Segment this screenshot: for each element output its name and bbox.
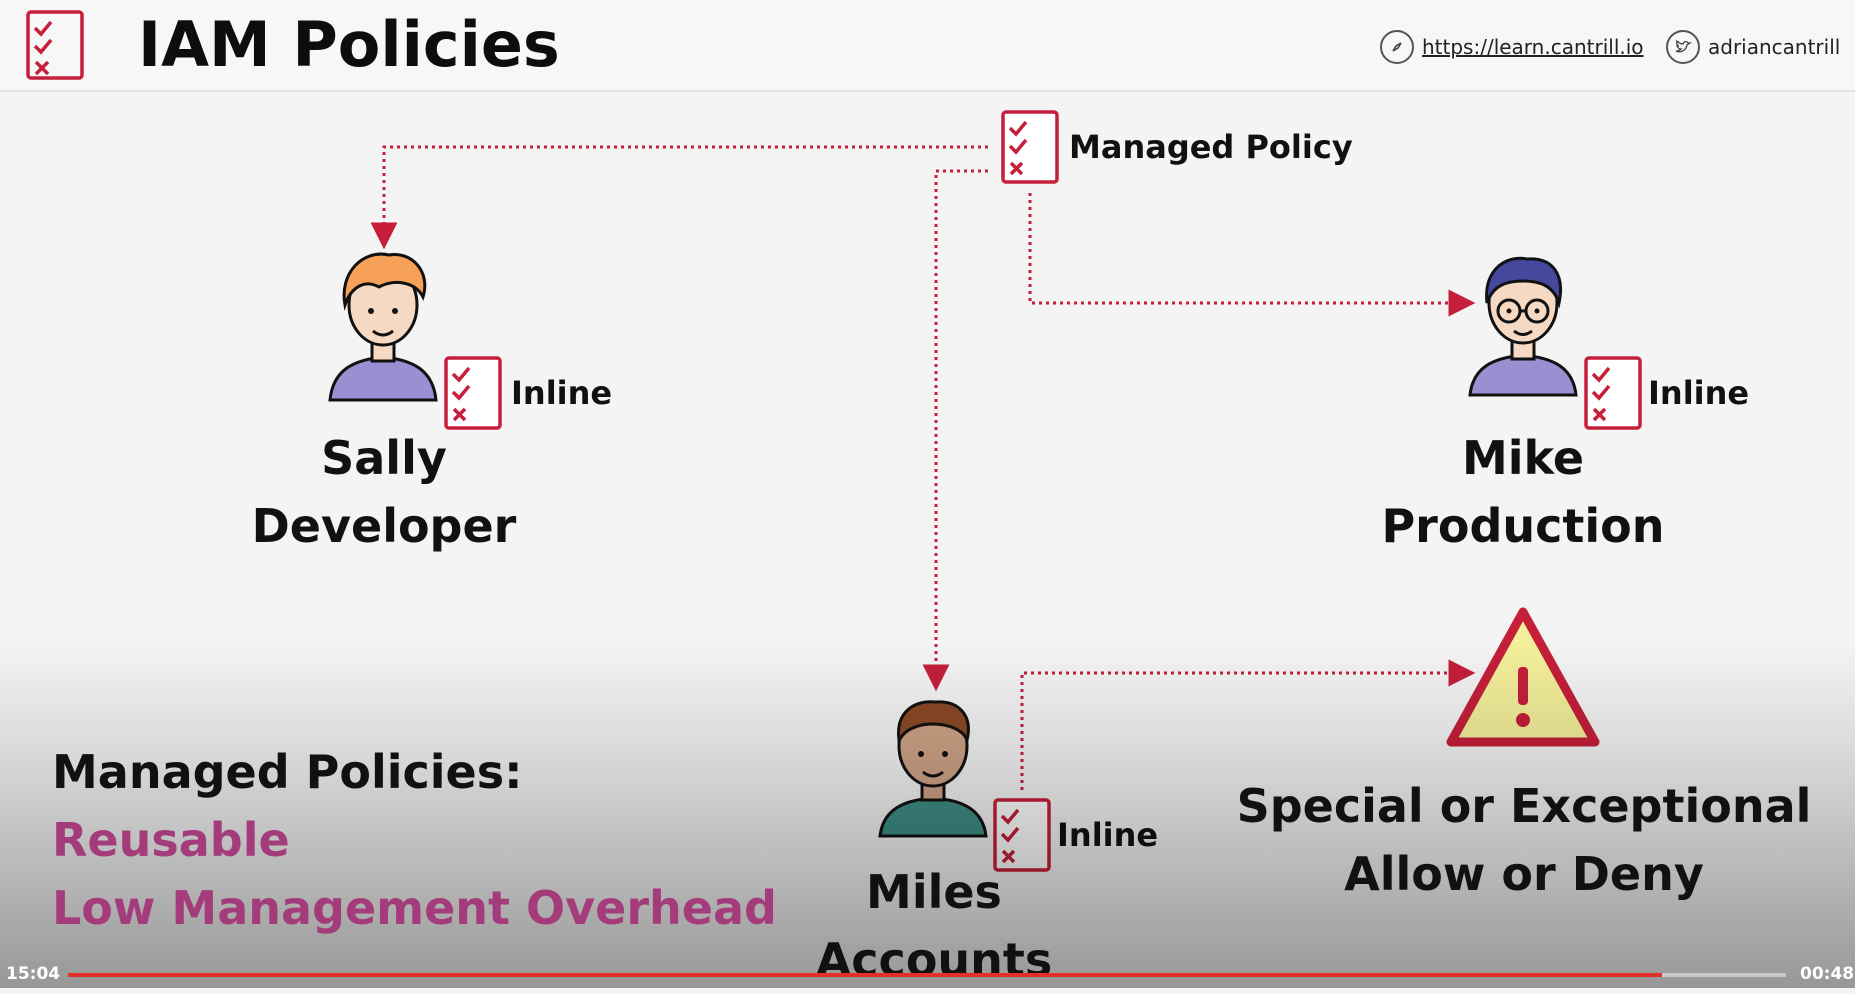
summary-point-overhead: Low Management Overhead [52, 881, 777, 935]
sally-name: Sally [321, 431, 447, 485]
managed-policy-icon [1001, 110, 1059, 184]
arrow-to-miles [922, 169, 988, 692]
miles-name: Miles [866, 865, 1002, 919]
website-link[interactable]: https://learn.cantrill.io [1380, 30, 1644, 64]
checklist-icon [26, 10, 84, 80]
twitter-handle[interactable]: adriancantrill [1708, 35, 1841, 59]
managed-policy-label: Managed Policy [1069, 128, 1353, 166]
twitter-icon [1666, 30, 1700, 64]
mike-name: Mike [1461, 431, 1585, 485]
warning-line-2: Allow or Deny [1344, 847, 1704, 901]
mike-inline-label: Inline [1648, 374, 1750, 412]
sally-label: Sally Developer [204, 424, 564, 560]
mike-avatar [1468, 256, 1578, 397]
sally-role: Developer [251, 499, 517, 553]
arrow-to-warning [1020, 659, 1476, 790]
website-url[interactable]: https://learn.cantrill.io [1422, 35, 1644, 59]
twitter-link[interactable]: adriancantrill [1666, 30, 1840, 64]
page-title: IAM Policies [138, 8, 560, 81]
mike-inline-policy-icon [1584, 356, 1642, 430]
warning-line-1: Special or Exceptional [1236, 779, 1812, 833]
summary-heading: Managed Policies: [52, 745, 523, 799]
managed-policies-summary: Managed Policies: Reusable Low Managemen… [52, 738, 777, 942]
compass-icon [1380, 30, 1414, 64]
elapsed-time: 15:04 [6, 964, 61, 984]
video-progress-fill [68, 973, 1663, 977]
miles-role: Accounts [815, 933, 1053, 987]
slide-header: IAM Policies https://learn.cantrill.io a… [0, 0, 1855, 92]
miles-inline-label: Inline [1057, 816, 1159, 854]
warning-text: Special or Exceptional Allow or Deny [1214, 772, 1834, 908]
miles-inline-policy-icon [993, 798, 1051, 872]
warning-triangle-icon [1446, 607, 1600, 747]
summary-point-reusable: Reusable [52, 813, 290, 867]
miles-avatar [878, 700, 988, 838]
video-progress-bar[interactable] [68, 973, 1786, 977]
sally-inline-label: Inline [511, 374, 613, 412]
sally-inline-policy-icon [444, 356, 502, 430]
arrow-to-sally [370, 145, 988, 250]
arrow-to-mike [1028, 193, 1476, 317]
mike-label: Mike Production [1343, 424, 1703, 560]
remaining-time: 00:48 [1800, 964, 1855, 984]
miles-label: Miles Accounts [754, 858, 1114, 994]
sally-avatar [328, 252, 438, 402]
mike-role: Production [1381, 499, 1665, 553]
